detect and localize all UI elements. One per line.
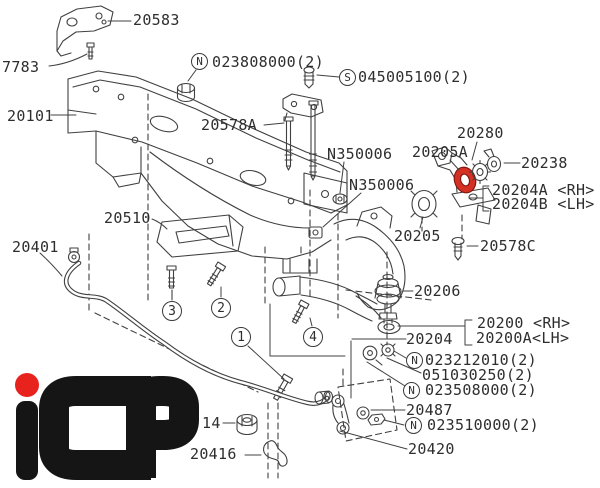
part-label-20487: 20487 — [406, 401, 453, 419]
nut-symbol-top: N — [191, 53, 208, 70]
bolt-20578C-drawing — [451, 236, 465, 261]
part-label-023508000: 023508000(2) — [425, 381, 537, 399]
arm-hardware-drawing — [362, 343, 396, 366]
bolts-20578A-drawing — [282, 93, 324, 181]
part-label-20101: 20101 — [7, 107, 54, 125]
ball-joint-20206-drawing — [374, 273, 402, 324]
part-label-20420: 20420 — [408, 440, 455, 458]
bolt-4-drawing — [291, 299, 310, 324]
bolt-2-drawing — [206, 261, 227, 287]
part-label-20205: 20205 — [394, 227, 441, 245]
part-label-20510: 20510 — [104, 209, 151, 227]
icp-logo-dot — [15, 373, 39, 397]
part-label-20204A-rh: 20204A <RH> — [492, 181, 595, 199]
bolt-7783-drawing — [86, 42, 95, 60]
knuckle-housing-drawing — [333, 206, 406, 311]
part-label-023510000: 023510000(2) — [427, 416, 539, 434]
part-label-051030250: 051030250(2) — [422, 366, 534, 384]
nut-n350006-lower-drawing — [308, 226, 323, 239]
part-label-20401: 20401 — [12, 238, 59, 256]
part-label-20238: 20238 — [521, 154, 568, 172]
nut-14-drawing — [236, 413, 258, 436]
dashed-guide-lines — [88, 93, 463, 479]
nut-symbol-2: N — [403, 382, 420, 399]
bracket-20583-drawing — [56, 5, 114, 57]
part-label-20583: 20583 — [133, 11, 180, 29]
part-label-20416: 20416 — [190, 445, 237, 463]
part-label-20204B-lh: 20204B <LH> — [492, 195, 595, 213]
part-label-20280: 20280 — [457, 124, 504, 142]
part-20280-drawing — [468, 159, 492, 185]
nut-023808000-drawing — [176, 82, 196, 103]
clamp-20416-drawing — [263, 440, 288, 467]
bushing-20205-drawing — [410, 189, 438, 219]
part-label-20578A: 20578A — [201, 116, 257, 134]
bolt-callout-2: 2 — [211, 298, 231, 318]
part-label-023212010: 023212010(2) — [425, 351, 537, 369]
part-label-20578C: 20578C — [480, 237, 536, 255]
part-label-20206: 20206 — [414, 282, 461, 300]
part-label-20200A-lh: 20200A<LH> — [476, 329, 570, 347]
part-label-14: 14 — [202, 414, 221, 432]
icp-logo — [15, 373, 199, 480]
bolt-callout-1: 1 — [231, 327, 251, 347]
part-label-20205A: 20205A — [412, 143, 468, 161]
skid-plate-20510-drawing — [156, 214, 244, 258]
screw-045005100-drawing — [303, 66, 315, 89]
part-label-n350006-1: N350006 — [327, 145, 393, 163]
part-label-20200-rh: 20200 <RH> — [477, 314, 571, 332]
stabilizer-bar-20401-drawing — [63, 247, 331, 406]
part-label-045005100: 045005100(2) — [358, 68, 470, 86]
nut-n350006-upper-drawing — [332, 193, 348, 205]
leader-lines — [39, 20, 521, 456]
part-label-7783: 7783 — [2, 58, 40, 76]
bolt-callout-4: 4 — [303, 327, 323, 347]
nut-symbol-3: N — [405, 417, 422, 434]
part-label-023808000: 023808000(2) — [212, 53, 324, 71]
highlighted-bush-drawing — [453, 166, 477, 194]
part-label-20204: 20204 — [406, 330, 453, 348]
nut-symbol-1: N — [406, 352, 423, 369]
part-label-n350006-2: N350006 — [349, 176, 415, 194]
stabilizer-link-drawing — [314, 390, 386, 435]
screw-symbol: S — [339, 69, 356, 86]
crossmember-20101-drawing — [67, 70, 348, 274]
bolt-3-drawing — [166, 265, 177, 301]
bolt-callout-3: 3 — [162, 301, 182, 321]
part-20238-drawing — [483, 148, 502, 173]
control-arm-20200-drawing — [272, 275, 401, 335]
